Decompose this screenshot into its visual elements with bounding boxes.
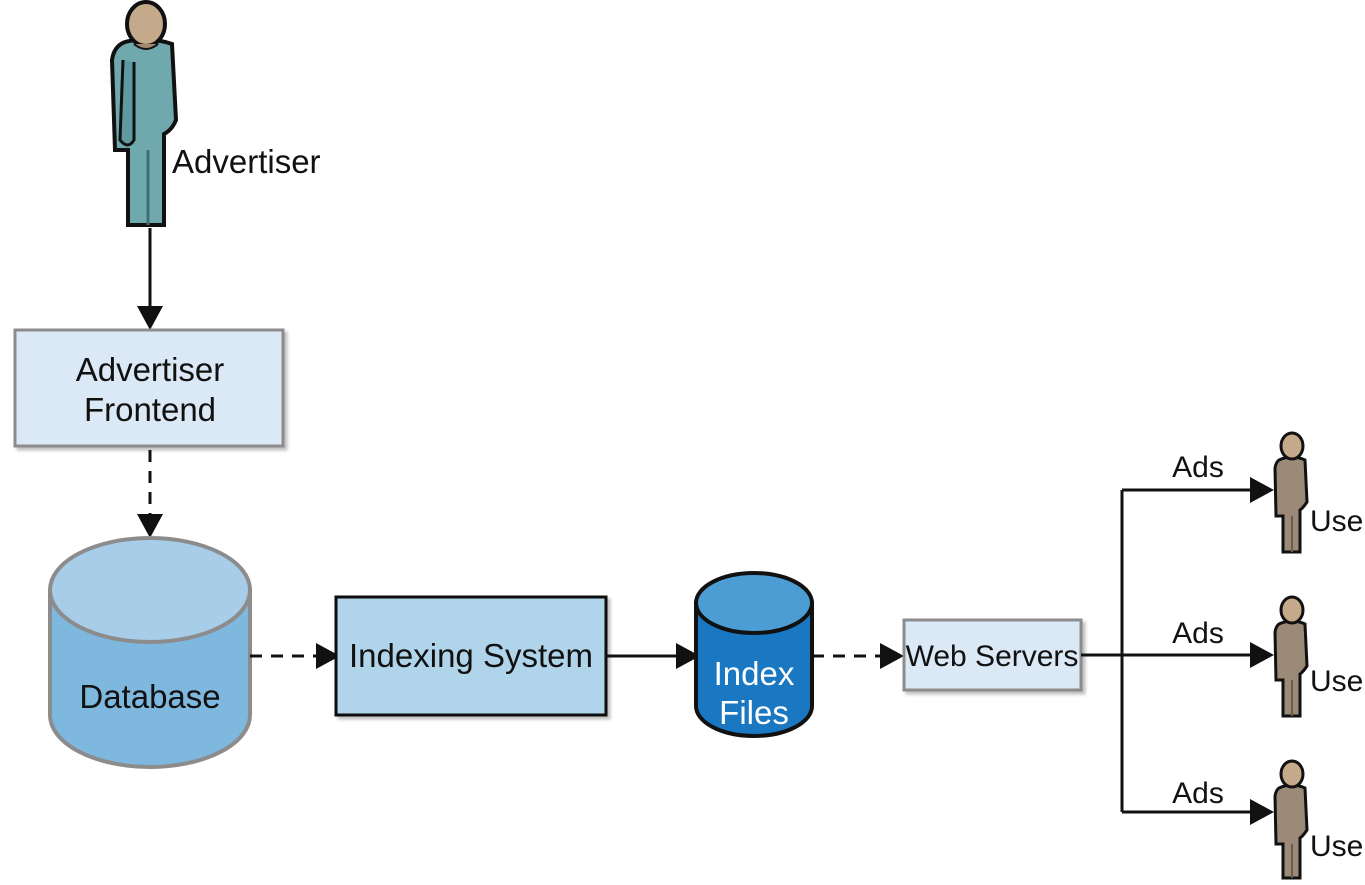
arrowhead-index-files-to-web-servers (880, 643, 904, 669)
arrowhead-indexing-to-index-files (676, 643, 700, 669)
arrowhead-to-user-3 (1250, 799, 1274, 825)
advertiser-label: Advertiser (172, 143, 321, 180)
advertiser-frontend-box (13, 328, 285, 448)
web-servers-box (902, 618, 1083, 692)
ads-label-1: Ads (1172, 451, 1224, 484)
arrowhead-advertiser-to-frontend (137, 306, 163, 330)
advertiser-person-icon (109, 0, 179, 227)
user-person-icon (1273, 595, 1309, 718)
database-cylinder (48, 536, 252, 769)
ads-label-2: Ads (1172, 617, 1224, 650)
database-label: Database (79, 678, 220, 715)
index-files-label-line1: Index (714, 655, 795, 692)
user-label-2: User (1310, 665, 1365, 698)
arrowhead-to-user-1 (1250, 477, 1274, 503)
advertiser-frontend-label-line1: Advertiser (76, 351, 225, 388)
index-files-label-line2: Files (719, 694, 789, 731)
advertiser-frontend-label-line2: Frontend (84, 391, 216, 428)
user-person-icon (1273, 759, 1309, 880)
arrowhead-database-to-indexing (316, 643, 340, 669)
indexing-system-box (334, 595, 608, 717)
user-label-3: User (1310, 830, 1365, 863)
ads-label-3: Ads (1172, 777, 1224, 810)
arrowhead-frontend-to-database (137, 514, 163, 538)
fanout-connector (1081, 490, 1124, 812)
arrowhead-to-user-2 (1250, 642, 1274, 668)
user-person-icon (1273, 431, 1309, 554)
user-label-1: User (1310, 505, 1365, 538)
index-files-cylinder (694, 571, 814, 738)
indexing-system-label: Indexing System (349, 637, 593, 674)
web-servers-label: Web Servers (906, 640, 1079, 673)
